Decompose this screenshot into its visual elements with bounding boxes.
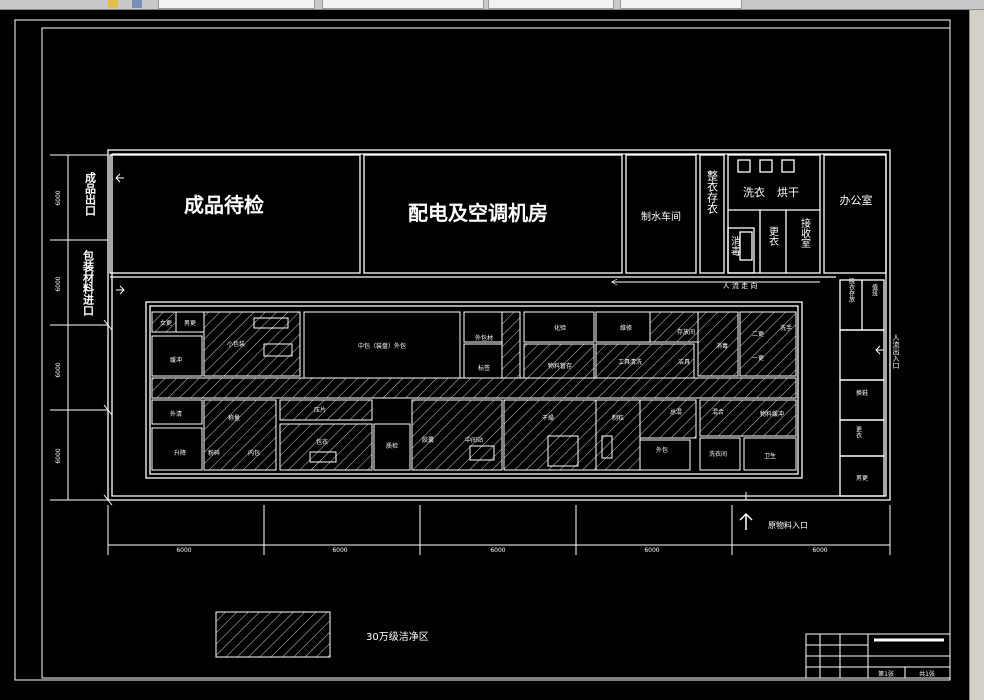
inner-tool-clean: 工具清洗 (618, 358, 642, 366)
inner-crush: 粉碎 (208, 449, 220, 457)
toolbar (0, 0, 984, 10)
inner-dress1: 一更 (752, 355, 764, 362)
inner-men: 男更 (184, 320, 196, 327)
row-dim-2: 6000 (55, 276, 62, 291)
inner-inner-pack: 内包 (248, 449, 260, 457)
col-dim-4: 6000 (644, 547, 659, 554)
inner-change-shoes: 换鞋 (856, 389, 868, 397)
inner-repair-men: 男更 (856, 475, 868, 482)
building-walls (107, 149, 891, 501)
inner-gown: 脱衣存放 (848, 277, 855, 303)
inner-buffer: 缓冲 (170, 356, 182, 364)
room-power-ac: 配电及空调机房 (408, 201, 548, 225)
inner-women: 女更 (160, 319, 172, 327)
outer-frame (14, 19, 951, 681)
col-dim-3: 6000 (490, 547, 505, 554)
inner-middle-pack: 中包（装盘）外包 (358, 342, 406, 350)
inner-mixing: 总混 (670, 408, 682, 416)
toolbar-tab-2[interactable] (322, 0, 484, 9)
title-block-sheet-a: 第1张 (878, 670, 894, 678)
title-block (805, 633, 951, 679)
inner-toilet: 卫生 (764, 452, 776, 460)
pack-in-arrow-icon (116, 285, 125, 295)
floor-plan-drawing: 6000 6000 6000 6000 成品出口 包装材料进口 成品待检 配电及… (14, 19, 951, 681)
inner-material-store: 物料暂存 (548, 362, 572, 370)
room-office: 办公室 (840, 193, 873, 207)
row-dim-4: 6000 (55, 448, 62, 463)
room-wash: 洗衣 (743, 185, 765, 199)
inner-granulate: 制粒 (612, 414, 624, 422)
inner-weigh: 称量 (228, 414, 240, 422)
inner-dry: 干燥 (542, 414, 554, 422)
label-material-in: 原物料入口 (768, 520, 808, 530)
people-in-arrow-icon (875, 345, 884, 355)
room-disinfect: 消毒 (729, 235, 741, 257)
inner-store-room: 存放间 (677, 328, 695, 336)
inner-qa: 质检 (386, 442, 398, 450)
material-in-door-icon (736, 492, 756, 501)
col-dim-5: 6000 (812, 547, 827, 554)
layer-icon[interactable] (132, 0, 142, 8)
inner-wash-room: 洗衣间 (709, 450, 727, 458)
inner-label: 标签 (478, 364, 490, 372)
inner-dress-room: 更衣 (855, 426, 862, 439)
inner-coat: 包衣 (316, 438, 328, 446)
room-change: 更衣 (767, 226, 779, 247)
clean-zone-hatching (151, 311, 797, 471)
inner-repair: 维修 (620, 324, 632, 332)
room-dry: 烘干 (777, 185, 799, 199)
inner-clean-tools: 洁具 (678, 358, 690, 366)
label-pack-in: 包装材料进口 (82, 249, 96, 317)
exit-arrow-icon (115, 173, 124, 183)
inner-hand-wash: 洗手 (780, 324, 792, 332)
inner-on-duty: 值班 (871, 283, 878, 297)
inner-frame (41, 27, 951, 679)
left-dimension-chain (50, 154, 113, 506)
legend-hatch-swatch (215, 611, 331, 658)
label-exit: 成品出口 (84, 171, 97, 217)
inner-outer-clean: 外清 (170, 410, 182, 418)
inner-assay: 化验 (554, 324, 566, 332)
inner-labels: 女更 男更 缓冲 中包（装盘）外包 小包装 外包材 标签 化验 维修 存放间 物… (160, 277, 878, 482)
inner-tablet: 压片 (314, 406, 326, 414)
inner-outer-pack: 外包 (656, 446, 668, 454)
col-dim-1: 6000 (176, 547, 191, 554)
label-people-in: 人流出入口 (892, 334, 900, 369)
material-in-arrow-icon (739, 512, 753, 530)
row-dim-3: 6000 (55, 362, 62, 377)
vertical-scrollbar[interactable] (969, 10, 984, 700)
legend-label: 30万级洁净区 (366, 630, 429, 643)
room-water: 制水车间 (641, 210, 681, 223)
toolbar-tab-3[interactable] (488, 0, 614, 9)
inner-outer-material: 外包材 (475, 334, 493, 342)
col-dim-2: 6000 (332, 547, 347, 554)
toolbar-tab-1[interactable] (158, 0, 315, 9)
app-icon[interactable] (108, 0, 118, 8)
row-dim-1: 6000 (55, 190, 62, 205)
inner-blend: 混合 (712, 408, 724, 416)
inner-rooms (151, 311, 797, 471)
inner-dress2: 二更 (752, 331, 764, 338)
inner-intermediate: 中间站 (465, 436, 483, 444)
label-people-walk: 人 流 走 向 (723, 281, 758, 290)
room-finished-wait: 成品待检 (184, 193, 264, 217)
bottom-dimension-chain (107, 505, 891, 555)
room-clothes-store: 整衣存衣 (706, 169, 719, 214)
room-receive: 接收室 (799, 217, 811, 248)
inner-elevator: 升降 (174, 449, 186, 457)
inner-material-buffer: 物料缓冲 (760, 410, 784, 418)
title-block-sheet-b: 共1张 (919, 670, 935, 678)
inner-capsule: 胶囊 (422, 436, 434, 444)
inner-small-pack: 小包装 (227, 340, 245, 348)
inner-disinfect2: 消毒 (716, 342, 728, 350)
toolbar-tab-4[interactable] (620, 0, 742, 9)
